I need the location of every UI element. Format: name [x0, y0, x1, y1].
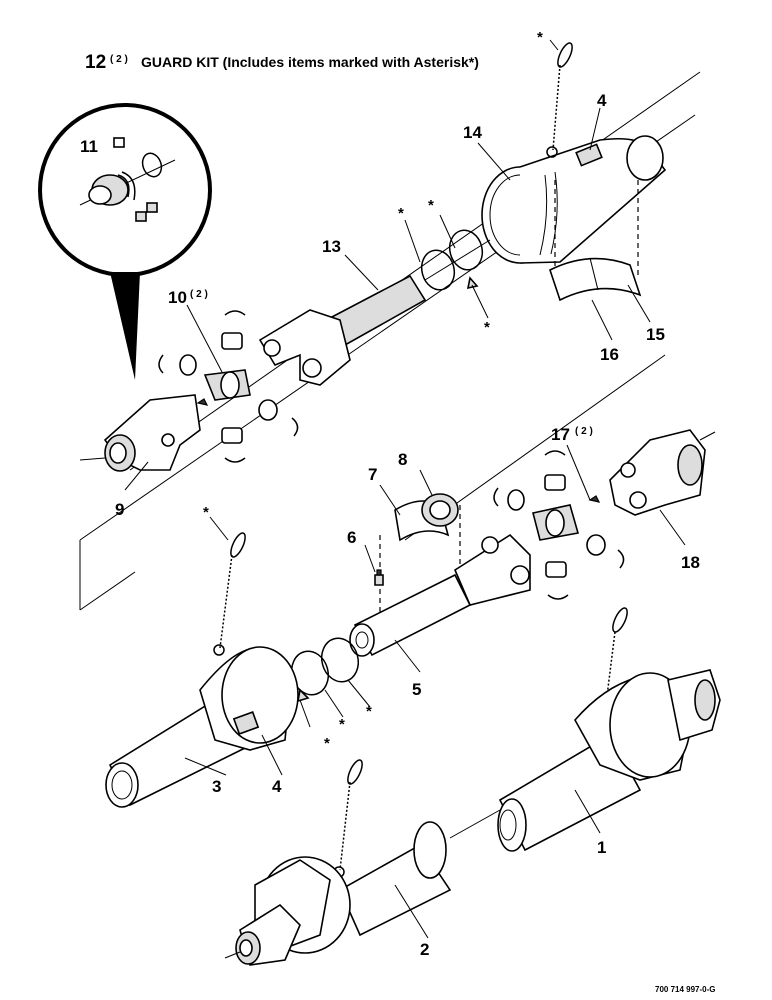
grease-fitting	[374, 569, 384, 586]
callout-8: 8	[398, 450, 407, 469]
asterisk-chain-upper: *	[537, 29, 543, 46]
callout-10-qty: ( 2 )	[190, 289, 208, 300]
asterisk-ring-3: *	[366, 703, 372, 720]
outer-guard-upper	[481, 135, 667, 275]
callout-labels: 4 14 13 16 15 11 10 ( 2 ) 9 7 8 6 5 17 (…	[80, 91, 700, 959]
callout-4-upper: 4	[597, 91, 607, 110]
callout-5: 5	[412, 680, 421, 699]
cross-bearings-lower	[493, 450, 625, 600]
yoke-item-18	[609, 429, 716, 516]
inner-tube-yoke	[349, 505, 531, 657]
outer-guard-lower	[105, 646, 299, 808]
callout-14: 14	[463, 123, 482, 142]
callout-16: 16	[600, 345, 619, 364]
callout-2: 2	[420, 940, 429, 959]
detail-circle-item-11	[38, 103, 212, 380]
asterisk-ring-1: *	[428, 197, 434, 214]
drawing-part-number: 700 714 997-0-G	[655, 985, 716, 994]
callout-6: 6	[347, 528, 356, 547]
yoke-item-9	[79, 394, 201, 472]
callout-11: 11	[80, 137, 98, 156]
callout-18: 18	[681, 553, 700, 572]
asterisk-marks: * * * * * * * *	[203, 29, 543, 752]
callout-15: 15	[646, 325, 665, 344]
bearing-shells	[549, 257, 642, 302]
lower-snap-rings	[290, 637, 360, 703]
asterisk-chain-mid: *	[203, 504, 209, 521]
asterisk-clip-lower: *	[324, 735, 330, 752]
title-kit-number: 12	[85, 52, 106, 73]
callout-9: 9	[115, 500, 124, 519]
safety-chain-upper	[546, 42, 573, 158]
callout-17-qty: ( 2 )	[575, 426, 593, 437]
cross-bearings-upper	[158, 310, 299, 463]
callout-13: 13	[322, 237, 341, 256]
asterisk-ring-4: *	[339, 716, 345, 733]
asterisk-clip-upper: *	[484, 319, 490, 336]
safety-chain-lower	[333, 759, 363, 878]
callout-10: 10	[168, 288, 187, 307]
yoke-spline-shaft	[258, 239, 491, 386]
leader-lines	[124, 39, 686, 939]
title-text: GUARD KIT (Includes items marked with As…	[141, 54, 479, 70]
bearing-item-8	[394, 493, 459, 542]
guard-kit-title: 12 ( 2 ) GUARD KIT (Includes items marke…	[85, 52, 479, 73]
callout-1: 1	[597, 838, 606, 857]
callout-4-lower: 4	[272, 777, 282, 796]
callout-17: 17	[551, 425, 570, 444]
safety-chain-mid	[213, 532, 246, 656]
driveline-half-2	[224, 809, 501, 966]
asterisk-ring-2: *	[398, 205, 404, 222]
callout-7: 7	[368, 465, 377, 484]
title-kit-qty: ( 2 )	[110, 54, 128, 65]
driveline-half-1	[497, 669, 721, 852]
upper-snap-rings	[420, 229, 484, 291]
callout-3: 3	[212, 777, 221, 796]
